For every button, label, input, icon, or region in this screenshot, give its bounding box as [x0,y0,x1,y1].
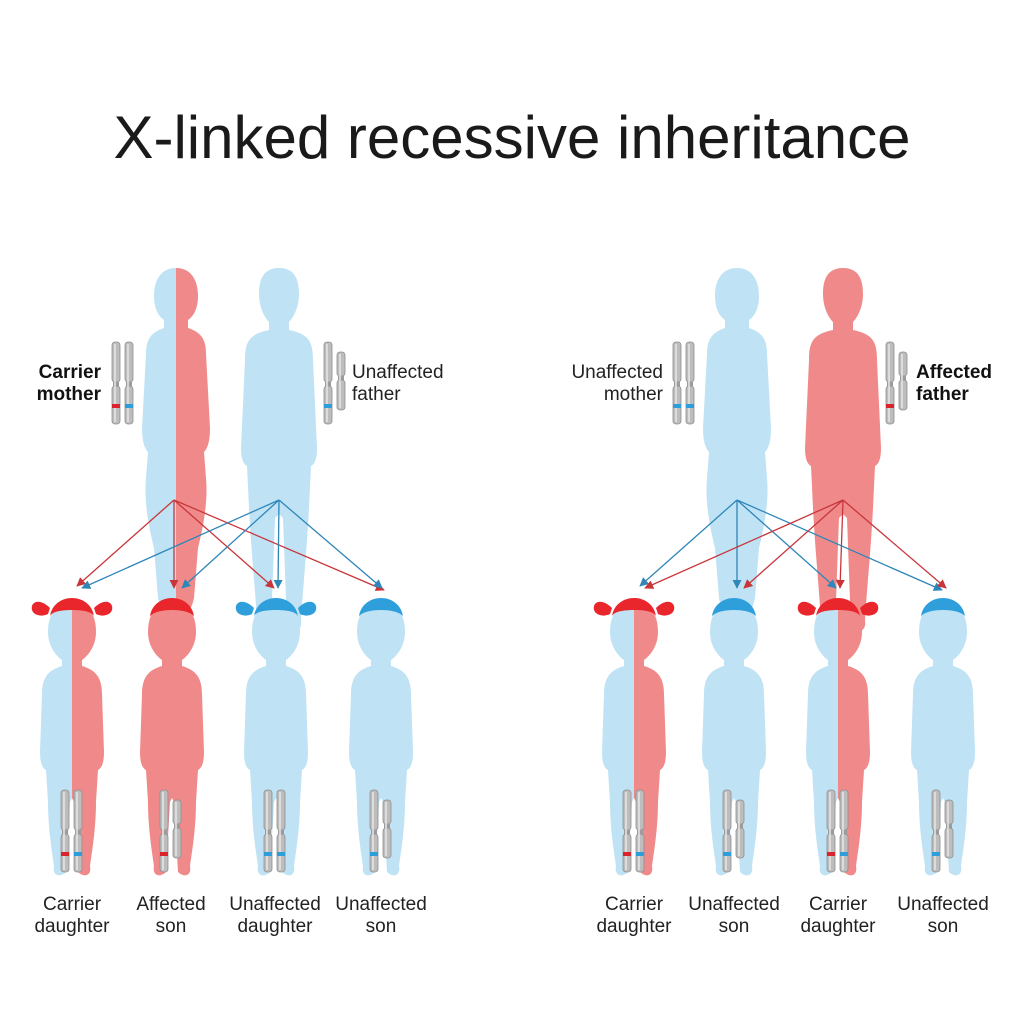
children-chromosomes [60,789,392,873]
child-label: son [928,916,959,937]
parent-label: father [352,384,401,405]
unaffected-daughter-figure [235,598,317,876]
child-label: son [719,916,750,937]
child-label: Unaffected [335,894,427,915]
carrier-daughter-figure [593,598,675,876]
child-label: daughter [800,916,876,937]
parent-label: father [916,384,969,405]
diagram-title: X-linked recessive inheritance [113,104,910,171]
affected-father-figure [805,268,881,632]
parent-label: mother [37,384,102,405]
child-label: Affected [136,894,205,915]
carrier-daughter-figure [31,598,113,876]
child-label: Unaffected [688,894,780,915]
parent-label: Unaffected [571,362,663,383]
child-label: Carrier [809,894,868,915]
child-label: Carrier [43,894,102,915]
parent-label: Carrier [39,362,102,383]
child-label: Unaffected [897,894,989,915]
affected-father-chromosomes [885,341,908,425]
mother-arrows [639,499,943,591]
affected-son-figure [140,598,204,876]
carrier-mother-figure [142,268,210,637]
child-label: daughter [34,916,110,937]
unaffected-son-figure [349,598,413,876]
unaffected-father-chromosomes [323,341,346,425]
mother-arrows [76,499,385,591]
parent-label: Affected [916,362,992,383]
carrier-daughter-figure [797,598,879,876]
unaffected-son-figure [702,598,766,876]
father-arrows [644,499,947,589]
child-label: daughter [596,916,672,937]
unaffected-father-figure [241,268,317,632]
unaffected-son-figure [911,598,975,876]
child-label: Unaffected [229,894,321,915]
children-chromosomes [622,789,954,873]
carrier-mother-chromosomes [111,341,134,425]
panel-carrier-mother: Carrier mother Unaffected father [31,268,444,937]
parent-label: Unaffected [352,362,444,383]
child-label: son [366,916,397,937]
parent-label: mother [604,384,664,405]
father-arrows [81,499,383,589]
child-label: daughter [237,916,313,937]
child-label: Carrier [605,894,664,915]
panel-affected-father: Unaffected mother Affected father [571,268,992,937]
unaffected-mother-chromosomes [672,341,695,425]
child-label: son [156,916,187,937]
